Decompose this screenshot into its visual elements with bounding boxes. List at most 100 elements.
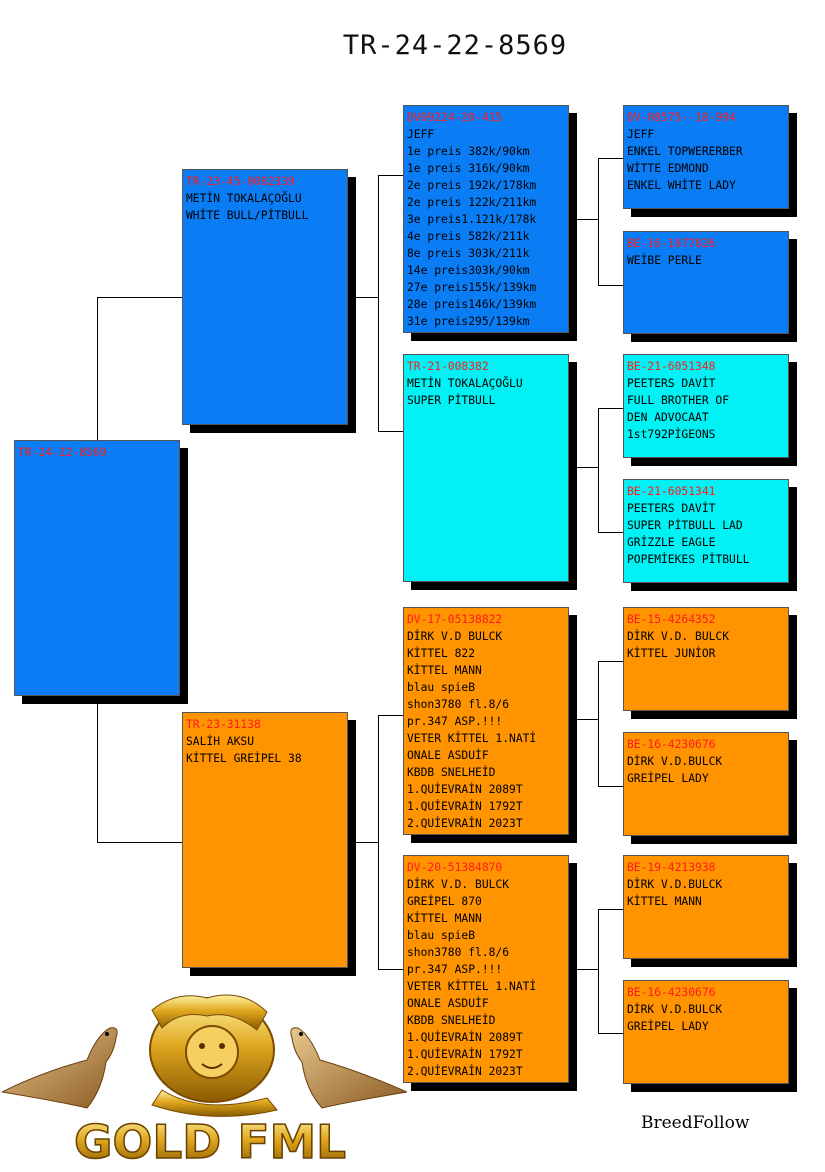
ring-number: DV-20-51384870 [407,861,503,874]
pedigree-line: GREİPEL LADY [627,1020,709,1033]
pedigree-line: shon3780 fl.8/6 [407,946,510,959]
pedigree-line: WEİBE PERLE [627,254,702,267]
pedigree-line: pr.347 ASP.!!! [407,963,503,976]
connector-line [598,532,624,533]
pedigree-line: METİN TOKALAÇOĞLU [186,192,302,205]
pedigree-line: KBDB SNELHEİD [407,1014,496,1027]
pedigree-line: KBDB SNELHEİD [407,766,496,779]
pedigree-line: 1e preis 316k/90km [407,162,530,175]
pedigree-line: 1.QUİEVRAİN 2089T [407,1031,523,1044]
ring-number: BE-21-6051348 [627,360,716,373]
subject-box[interactable]: TR-24-22-8569 [14,440,180,696]
pedigree-line: KİTTEL MANN [407,912,482,925]
pedigree-line: 27e preis155k/139km [407,281,537,294]
ring-number: TR-21-008382 [407,360,489,373]
pedigree-line: 14e preis303k/90km [407,264,530,277]
pedigree-line: 3e preis1.121k/178k [407,213,537,226]
pedigree-line: PEETERS DAVİT [627,502,716,515]
pedigree-line: PEETERS DAVİT [627,377,716,390]
pedigree-line: 28e preis146k/139km [407,298,537,311]
connector-line [568,467,598,468]
connector-line [598,661,624,662]
pedigree-line: blau spieB [407,929,476,942]
connector-line [97,697,98,843]
pedigree-line: DİRK V.D. BULCK [627,630,730,643]
connector-line [378,175,404,176]
pedigree-line: 1.QUİEVRAİN 1792T [407,1048,523,1061]
ring-number: BE-16-4230676 [627,986,716,999]
connector-line [598,1033,624,1034]
pedigree-line: KİTTEL MANN [627,895,702,908]
pedigree-line: pr.347 ASP.!!! [407,715,503,728]
pedigree-line: SUPER PİTBULL [407,394,496,407]
pedigree-line: POPEMİEKES PİTBULL [627,553,750,566]
pedigree-line: GREİPEL 870 [407,895,482,908]
connector-line [568,969,598,970]
connector-line [598,408,599,533]
pedigree-line: WHİTE BULL/PİTBULL [186,209,309,222]
ring-number: TR-24-22-8569 [18,446,107,459]
connector-line [378,969,404,970]
ring-number: TR-23-45-0082339 [186,175,295,188]
pedigree-line: 1e preis 382k/90km [407,145,530,158]
breedfollow-brand: BreedFollow [641,1113,750,1133]
pedigree-line: DEN ADVOCAAT [627,411,709,424]
pedigree-line: 2.QUİEVRAİN 2023T [407,1065,523,1078]
gold-fml-logo: GOLD FML [2,994,407,1170]
pedigree-line: SALİH AKSU [186,735,255,748]
connector-line [378,715,379,970]
pedigree-line: 4e preis 582k/211k [407,230,530,243]
pedigree-line: FULL BROTHER OF [627,394,730,407]
pedigree-line: ONALE ASDUİF [407,997,489,1010]
pedigree-title: TR-24-22-8569 [342,30,568,61]
pedigree-line: 8e preis 303k/211k [407,247,530,260]
pedigree-line: ENKEL WHİTE LADY [627,179,736,192]
pedigree-line: VETER KİTTEL 1.NATİ [407,732,537,745]
connector-line [97,842,183,843]
ring-number: BE-15-4264352 [627,613,716,626]
ring-number: TR-23-31138 [186,718,261,731]
pedigree-line: 2.QUİEVRAİN 2023T [407,817,523,830]
connector-line [378,715,404,716]
connector-line [378,175,379,432]
connector-line [598,158,624,159]
pedigree-line: KİTTEL JUNİOR [627,647,716,660]
pedigree-line: KİTTEL GREİPEL 38 [186,752,302,765]
ring-number: DV09224-20-415 [407,111,503,124]
connector-line [598,158,599,286]
connector-line [568,719,598,720]
lion-emblem [149,994,278,1117]
pedigree-line: ONALE ASDUİF [407,749,489,762]
pedigree-line: KİTTEL 822 [407,647,476,660]
pedigree-line: 1.QUİEVRAİN 2089T [407,783,523,796]
ring-number: BE-19-4213938 [627,861,716,874]
connector-line [568,219,598,220]
connector-line [598,909,599,1034]
connector-line [348,842,378,843]
pedigree-line: GRİZZLE EAGLE [627,536,716,549]
connector-line [97,297,183,298]
ring-number: BE-16-1077826 [627,237,716,250]
pedigree-line: JEFF [407,128,435,141]
ring-number: DV-17-05138822 [407,613,503,626]
pedigree-line: GREİPEL LADY [627,772,709,785]
pedigree-line: 1.QUİEVRAİN 1792T [407,800,523,813]
connector-line [598,909,624,910]
connector-line [598,285,624,286]
pigeon-left-icon [2,1027,118,1109]
connector-line [378,431,404,432]
